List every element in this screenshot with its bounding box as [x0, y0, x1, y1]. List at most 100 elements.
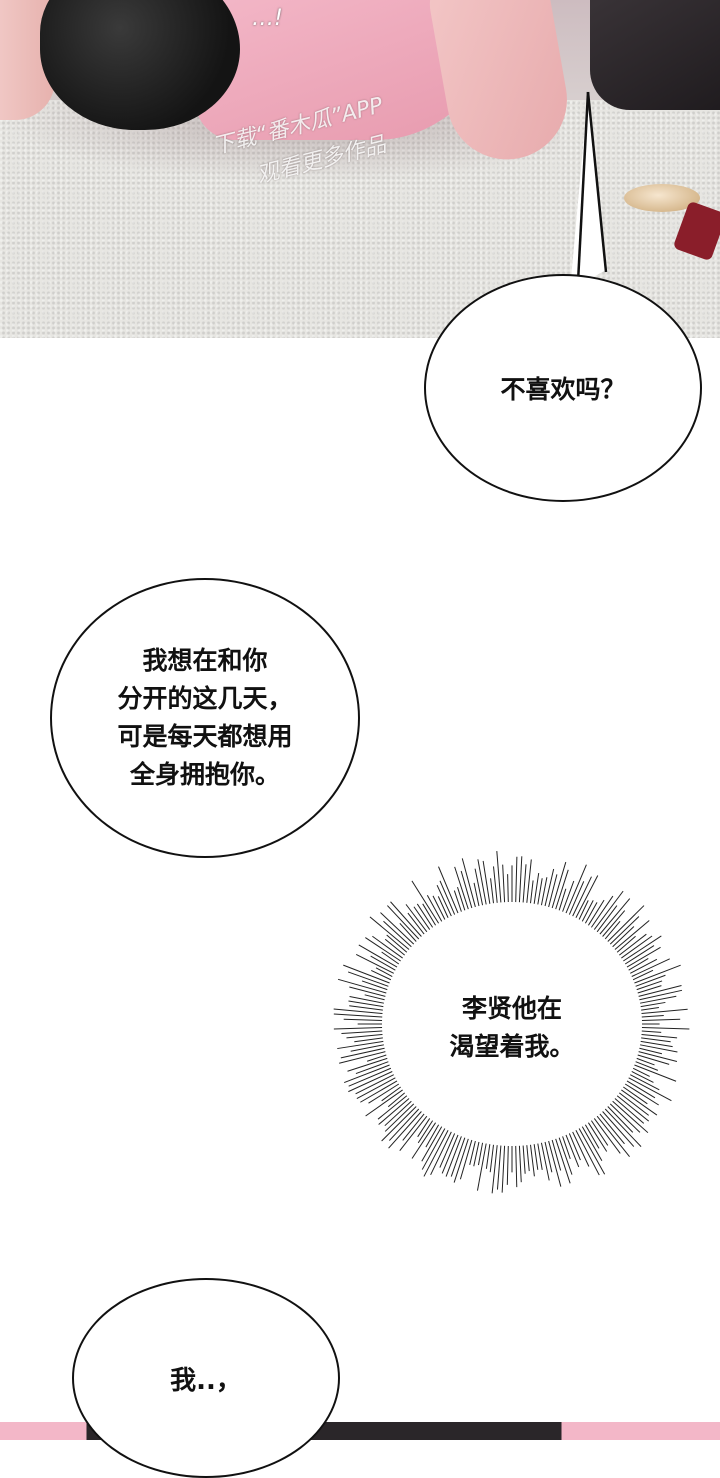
- burst-line: [460, 870, 473, 909]
- burst-line: [641, 1026, 690, 1030]
- burst-line: [384, 1103, 415, 1132]
- burst-line: [544, 1141, 553, 1173]
- burst-line: [518, 856, 523, 903]
- burst-line: [634, 1064, 677, 1082]
- burst-line: [518, 1145, 522, 1183]
- burst-line: [609, 1103, 641, 1133]
- burst-line: [637, 1054, 670, 1065]
- speech-bubble-1: 不喜欢吗？: [424, 274, 702, 502]
- burst-line: [548, 874, 558, 908]
- burst-line: [609, 916, 640, 945]
- burst-line: [388, 1108, 420, 1141]
- burst-line: [348, 1071, 393, 1093]
- burst-line: [631, 958, 670, 977]
- burst-line: [572, 1131, 590, 1167]
- burst-line: [635, 1061, 659, 1071]
- burst-line: [641, 1007, 659, 1011]
- dark-pants: [590, 0, 720, 110]
- burst-line: [635, 974, 666, 987]
- burst-line: [381, 1086, 401, 1102]
- speech-line: 我想在和你: [142, 646, 268, 675]
- burst-line: [641, 1015, 664, 1018]
- thought-burst: [333, 851, 690, 1194]
- burst-line: [383, 920, 412, 948]
- burst-line: [439, 1133, 456, 1168]
- burst-line: [355, 1074, 394, 1095]
- burst-line: [544, 868, 555, 907]
- thought-line: 李贤他在: [461, 994, 562, 1023]
- burst-line: [604, 1108, 642, 1147]
- burst-line: [565, 1134, 580, 1168]
- burst-line: [399, 922, 417, 942]
- burst-line: [430, 1131, 452, 1176]
- burst-line: [641, 1018, 681, 1022]
- burst-line: [390, 901, 422, 937]
- burst-line: [421, 1128, 446, 1170]
- burst-line: [640, 1001, 666, 1008]
- burst-line: [626, 946, 661, 968]
- burst-line: [607, 905, 645, 942]
- burst-line: [533, 873, 540, 904]
- speech-bubble-1-text: 不喜欢吗？: [500, 375, 626, 404]
- burst-line: [399, 1115, 428, 1151]
- burst-line: [340, 1047, 385, 1059]
- burst-line: [632, 969, 654, 981]
- burst-line: [626, 1080, 656, 1099]
- burst-line: [422, 903, 437, 926]
- burst-line: [347, 971, 389, 987]
- burst-line: [377, 1095, 408, 1120]
- burst-line: [616, 935, 636, 953]
- burst-line: [349, 1005, 383, 1011]
- burst-line: [581, 1126, 603, 1162]
- burst-line: [426, 894, 443, 922]
- burst-line: [461, 858, 476, 908]
- speech-bubble-2: 我想在和你 分开的这几天， 可是每天都想用 全身拥抱你。: [50, 578, 360, 858]
- burst-line: [360, 1080, 398, 1103]
- burst-line: [638, 984, 682, 997]
- burst-line: [616, 1095, 650, 1122]
- burst-line: [364, 994, 385, 1001]
- burst-line: [349, 986, 386, 997]
- burst-line: [526, 859, 532, 903]
- burst-line: [578, 1128, 606, 1175]
- burst-line: [343, 964, 390, 984]
- speech-bubble-2-text: 我想在和你 分开的这几天， 可是每天都想用 全身拥抱你。: [117, 642, 292, 794]
- burst-line: [337, 1040, 384, 1050]
- burst-line: [641, 1008, 688, 1015]
- burst-line: [630, 1074, 660, 1091]
- burst-line: [413, 906, 431, 930]
- burst-line: [619, 933, 647, 956]
- burst-line: [425, 1124, 440, 1148]
- burst-line: [555, 1138, 571, 1184]
- burst-line: [634, 964, 681, 984]
- burst-line: [370, 955, 396, 971]
- thought-burst-text: 李贤他在 渴望着我。: [392, 990, 632, 1066]
- speech-line: 可是每天都想用: [117, 722, 293, 751]
- bubble-tails: [576, 91, 608, 283]
- burst-line: [375, 967, 393, 977]
- burst-line: [624, 1083, 659, 1106]
- burst-line: [599, 898, 631, 935]
- burst-line: [356, 1077, 396, 1100]
- burst-line: [602, 1111, 635, 1147]
- burst-line: [621, 935, 653, 959]
- burst-line: [432, 895, 446, 920]
- burst-line: [551, 861, 567, 909]
- burst-line: [333, 1013, 383, 1018]
- burst-line: [641, 1033, 678, 1039]
- burst-line: [575, 875, 599, 918]
- burst-line: [526, 1145, 530, 1172]
- burst-line: [381, 951, 400, 965]
- burst-line: [515, 1145, 518, 1188]
- burst-line: [614, 920, 650, 950]
- burst-line: [489, 1144, 494, 1173]
- burst-line: [581, 900, 594, 922]
- burst-line: [387, 1092, 406, 1108]
- burst-line: [584, 902, 598, 924]
- burst-line: [378, 1098, 410, 1125]
- burst-line: [612, 1100, 649, 1134]
- burst-line: [548, 1140, 562, 1187]
- burst-line: [638, 1051, 678, 1062]
- burst-line: [423, 1129, 449, 1177]
- burst-line: [593, 1118, 621, 1154]
